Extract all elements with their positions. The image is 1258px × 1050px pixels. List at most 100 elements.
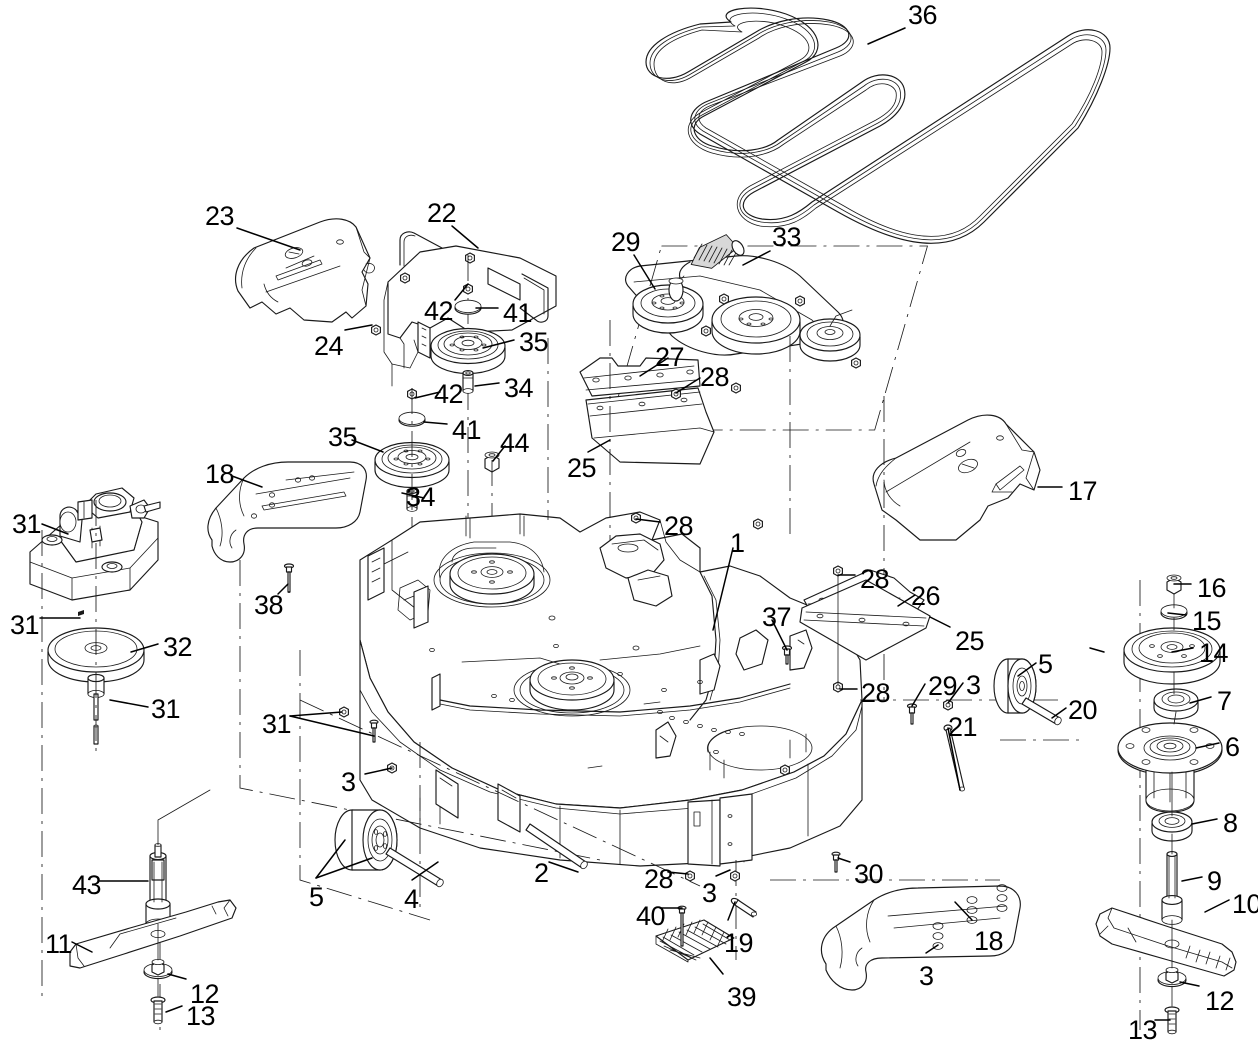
callout-28-flange-nut: 28 (860, 564, 890, 594)
part-31-bolt-right (369, 719, 379, 743)
callout-24-screw: 24 (314, 331, 344, 361)
part-25-lower-baffle-left (585, 387, 715, 465)
callout-12-blade-washer: 12 (1205, 986, 1235, 1016)
callout-35-idler-pulley: 35 (328, 422, 358, 452)
part-35-idler-pulley-upper (430, 327, 506, 375)
pulley-left (632, 284, 704, 334)
callout-3-flange-nut: 3 (919, 961, 934, 991)
pulley-right (799, 309, 861, 362)
part-17-right-discharge-cover (872, 414, 1041, 541)
callout-31-gearbox-hardware: 31 (10, 610, 40, 640)
pulley-center (711, 296, 801, 355)
part-13-blade-bolt-right (1164, 1006, 1180, 1035)
callout-28-flange-nut: 28 (861, 678, 891, 708)
callout-22-idler-mount-bracket: 22 (427, 198, 457, 228)
callout-8-spindle-bearing: 8 (1223, 808, 1238, 838)
callout-4-roller-rod: 4 (404, 884, 419, 914)
part-18-deflector-guard-right (820, 884, 1021, 991)
callout-18-deflector-guard: 18 (205, 459, 235, 489)
callout-44-lock-nut: 44 (500, 428, 530, 458)
callout-23-left-discharge-cover: 23 (205, 201, 235, 231)
callout-29-extension-spring: 29 (611, 227, 641, 257)
part-1-deck-shell (359, 511, 863, 867)
callout-17-right-discharge-cover: 17 (1068, 476, 1098, 506)
part-14-spindle-pulley (1123, 627, 1221, 685)
spindle-left (449, 553, 535, 605)
callout-41-flat-washer: 41 (452, 415, 482, 445)
callout-39-grass-screen: 39 (727, 982, 757, 1012)
part-4-roller-rod (385, 847, 444, 888)
callout-15-flat-washer: 15 (1192, 606, 1222, 636)
callout-25-lower-baffle: 25 (955, 626, 985, 656)
callout-10-cutting-blade: 10 (1232, 889, 1258, 919)
part-18-deflector-guard-left (207, 461, 367, 563)
callout-3-flange-nut: 3 (966, 670, 981, 700)
callout-12-blade-washer: 12 (190, 979, 220, 1009)
callout-34-spacer: 34 (406, 482, 436, 512)
part-30-screw (831, 851, 841, 873)
part-38-carriage-bolt (283, 563, 295, 594)
callout-13-blade-bolt: 13 (186, 1001, 216, 1031)
part-9-spindle-shaft (1161, 851, 1183, 925)
callout-32-gearbox-pulley: 32 (163, 632, 193, 662)
callout-25-lower-baffle: 25 (567, 453, 597, 483)
part-19-screw (730, 897, 758, 918)
callout-13-blade-bolt: 13 (1128, 1015, 1158, 1045)
callout-1-deck-shell: 1 (730, 528, 745, 558)
part-31-gearbox-assembly (29, 487, 161, 601)
callout-7-pulley-bearing: 7 (1217, 686, 1232, 716)
callout-19-screw: 19 (724, 928, 754, 958)
part-12-blade-washer-left (143, 959, 173, 980)
callout-2-roller-rod: 2 (534, 858, 549, 888)
callout-16-lock-nut: 16 (1197, 573, 1227, 603)
callout-42-flange-nut: 42 (424, 296, 454, 326)
callout-5-anti-scalp-roller: 5 (309, 882, 324, 912)
part-31-pin (78, 610, 84, 616)
part-10-cutting-blade (1095, 907, 1237, 977)
leader-lines (39, 27, 1230, 1021)
callout-26-discharge-baffle: 26 (911, 581, 941, 611)
callout-29-screw: 29 (928, 671, 958, 701)
part-23-left-discharge-cover (235, 218, 375, 323)
callout-31-gearbox-hardware: 31 (262, 709, 292, 739)
callout-21-roller-bolt: 21 (948, 712, 978, 742)
callout-3-flange-nut: 3 (702, 878, 717, 908)
callout-30-screw: 30 (854, 859, 884, 889)
part-12-blade-washer-right (1157, 967, 1187, 988)
callout-41-flat-washer: 41 (503, 298, 533, 328)
part-41-flat-washer-lower (398, 411, 426, 427)
part-34-spacer-upper (462, 370, 474, 394)
callout-20-roller-shaft: 20 (1068, 695, 1098, 725)
callout-14-spindle-pulley: 14 (1199, 638, 1229, 668)
callout-27-upper-baffle: 27 (655, 342, 685, 372)
part-7-pulley-bearing (1153, 688, 1199, 720)
callout-28-flange-nut: 28 (664, 511, 694, 541)
callout-5-anti-scalp-roller: 5 (1038, 649, 1053, 679)
callout-40-screw: 40 (636, 901, 666, 931)
part-13-blade-bolt-left (150, 996, 166, 1025)
callout-36-drive-belt: 36 (908, 0, 938, 30)
part-2-roller-rod (525, 823, 588, 870)
part-41-flat-washer-upper (454, 299, 482, 315)
part-42-flange-nut-upper (463, 283, 473, 295)
part-33-pulley-drive-assembly (608, 234, 929, 431)
part-39-grass-screen (655, 919, 735, 963)
callout-18-deflector-guard: 18 (974, 926, 1004, 956)
callout-33-pulley-drive-assembly: 33 (772, 222, 802, 252)
callout-28-flange-nut: 28 (700, 362, 730, 392)
part-6-spindle-housing (1117, 722, 1223, 813)
callout-28-flange-nut: 28 (644, 864, 674, 894)
callout-11-cutting-blade: 11 (45, 929, 73, 959)
callout-6-spindle-housing: 6 (1225, 732, 1240, 762)
part-16-lock-nut (1166, 574, 1182, 595)
part-40-screw (677, 905, 687, 947)
part-25-lower-baffle-right (799, 579, 931, 661)
callout-38-carriage-bolt: 38 (254, 590, 284, 620)
part-5-anti-scalp-roller-left (334, 809, 398, 871)
part-11-cutting-blade (69, 899, 237, 969)
part-36-drive-belt (645, 7, 1111, 244)
callout-34-spacer: 34 (504, 373, 534, 403)
part-5-anti-scalp-roller-right (993, 658, 1037, 714)
